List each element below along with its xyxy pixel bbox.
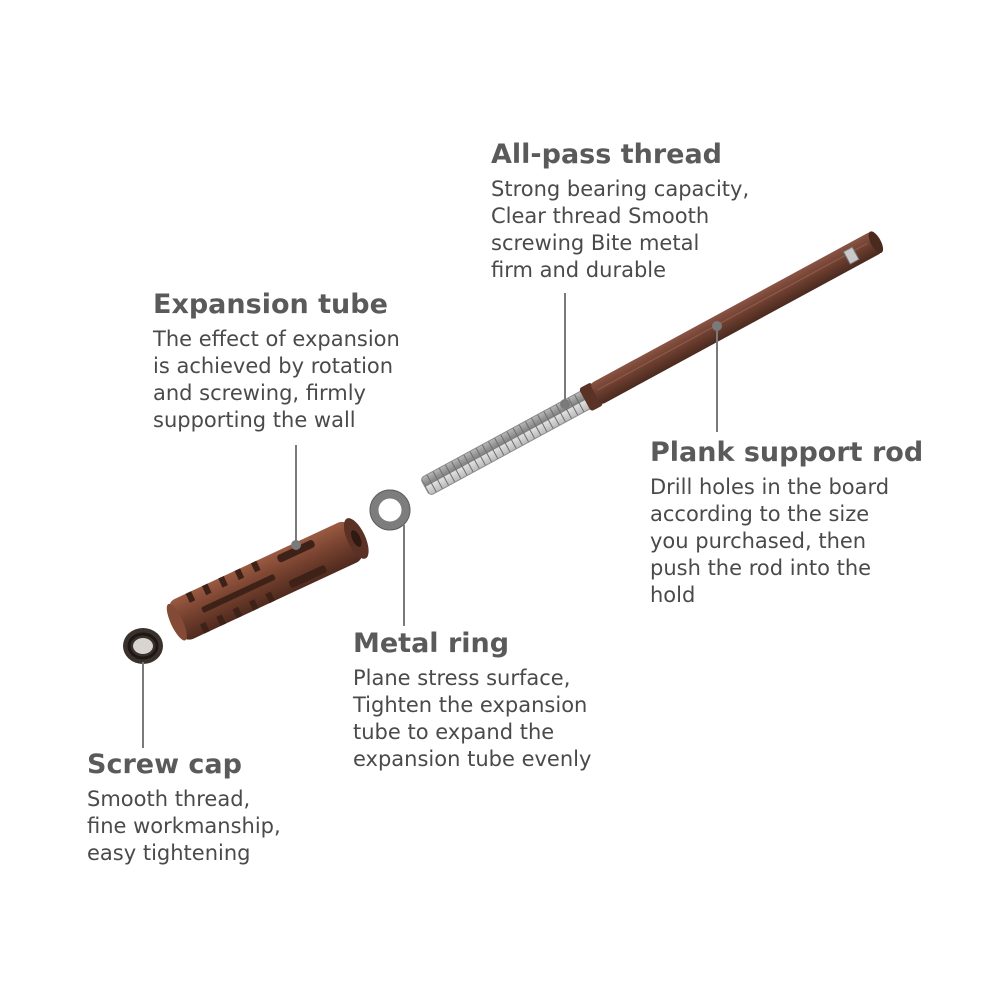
leader-dot-rod [712,321,722,331]
metal-ring-part [369,489,411,531]
desc-line: supporting the wall [153,408,356,432]
leader-dot-thread [560,399,570,409]
desc-line: push the rod into the [650,556,872,580]
expansion-tube-title: Expansion tube [153,289,388,320]
metal-ring-description: Plane stress surface, Tighten the expans… [353,665,591,773]
desc-line: easy tightening [87,841,251,865]
screw-cap-title: Screw cap [87,749,242,780]
plank-support-rod-title: Plank support rod [650,437,924,468]
metal-ring-title: Metal ring [353,628,510,659]
support-rod [579,231,884,411]
desc-line: hold [650,583,696,607]
screw-cap-part [123,628,163,664]
screw-cap-description: Smooth thread, fine workmanship, easy ti… [87,786,281,867]
label-screw-cap: Screw cap Smooth thread, fine workmanshi… [87,748,281,867]
label-all-pass-thread: All-pass thread Strong bearing capacity,… [491,138,749,284]
expansion-tube-description: The effect of expansion is achieved by r… [153,326,400,434]
desc-line: Drill holes in the board [650,475,890,499]
desc-line: fine workmanship, [87,814,281,838]
desc-line: Smooth thread, [87,787,251,811]
rod-assembly [421,231,884,495]
desc-line: tube to expand the [353,720,555,744]
desc-line: Tighten the expansion [353,693,588,717]
desc-line: Clear thread Smooth [491,204,710,228]
desc-line: screwing Bite metal [491,231,700,255]
desc-line: firm and durable [491,258,667,282]
leader-dot-tube [291,540,301,550]
threaded-bolt [421,388,596,495]
label-expansion-tube: Expansion tube The effect of expansion i… [153,288,400,434]
label-plank-support-rod: Plank support rod Drill holes in the boa… [650,436,923,609]
expansion-tube-part [166,518,369,641]
desc-line: according to the size [650,502,870,526]
all-pass-thread-description: Strong bearing capacity, Clear thread Sm… [491,176,749,284]
desc-line: you purchased, then [650,529,867,553]
desc-line: Strong bearing capacity, [491,177,750,201]
plank-support-rod-description: Drill holes in the board according to th… [650,474,923,609]
desc-line: is achieved by rotation [153,354,394,378]
leader-lines [142,293,722,748]
desc-line: The effect of expansion [153,327,400,351]
desc-line: expansion tube evenly [353,747,592,771]
desc-line: Plane stress surface, [353,666,571,690]
desc-line: and screwing, firmly [153,381,366,405]
label-metal-ring: Metal ring Plane stress surface, Tighten… [353,627,591,773]
all-pass-thread-title: All-pass thread [491,139,723,170]
